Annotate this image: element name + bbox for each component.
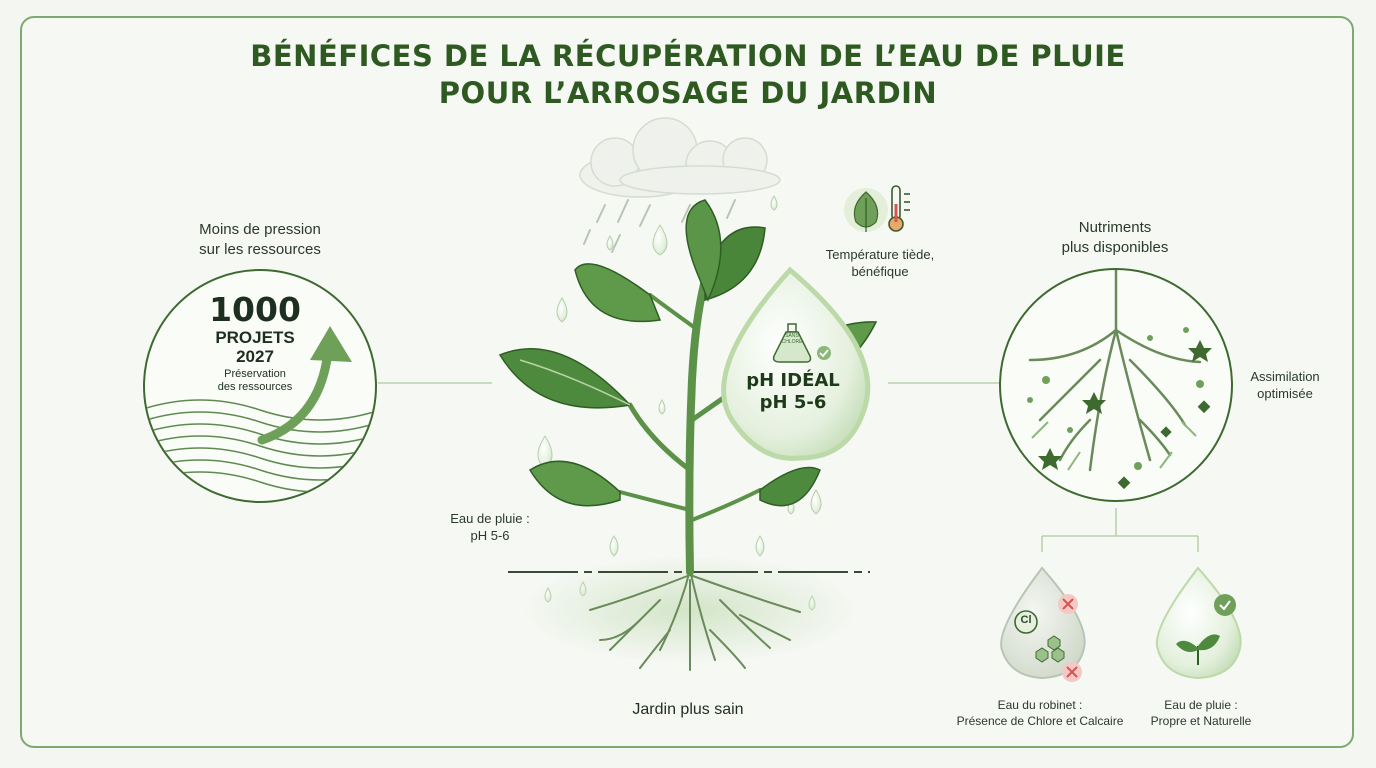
plant-roots <box>589 569 801 671</box>
thermometer-icon <box>888 185 910 232</box>
tap-water-label: Eau du robinet : Présence de Chlore et C… <box>940 697 1140 729</box>
temperature-label-line-1: Température tiède, <box>825 247 935 262</box>
stat-caption-1: Préservation <box>224 368 286 380</box>
leaf-icon <box>844 188 888 232</box>
flask-icon <box>772 323 812 363</box>
tap-water-drop <box>1000 566 1086 682</box>
ph-drop-text-line-2: pH 5-6 <box>759 392 827 413</box>
temperature-label: Température tiède, bénéfique <box>800 246 960 280</box>
rain-water-drop <box>1155 566 1242 680</box>
assimilation-label-line-2: optimisée <box>1257 386 1313 401</box>
assimilation-label-line-1: Assimilation <box>1250 369 1320 384</box>
rain-water-label-line-1: Eau de pluie : <box>1164 698 1238 712</box>
flask-text-line-1: SANS <box>785 333 799 339</box>
stat-unit: PROJETS <box>215 328 295 347</box>
cloud-icon <box>579 117 781 198</box>
tap-water-label-line-1: Eau du robinet : <box>997 698 1083 712</box>
rain-ph-label-line-1: Eau de pluie : <box>450 511 530 526</box>
stat-year: 2027 <box>236 347 274 366</box>
garden-caption: Jardin plus sain <box>632 701 744 718</box>
left-heading-line-2: sur les ressources <box>199 241 321 258</box>
title-line-1: BÉNÉFICES DE LA RÉCUPÉRATION DE L’EAU DE… <box>250 39 1126 73</box>
left-heading-line-1: Moins de pression <box>199 221 321 238</box>
arrow-up-icon <box>257 347 333 445</box>
right-heading-line-2: plus disponibles <box>1061 239 1169 256</box>
temperature-label-line-2: bénéfique <box>851 264 909 279</box>
title-line-2: POUR L’ARROSAGE DU JARDIN <box>438 76 938 110</box>
right-heading: Nutriments plus disponibles <box>1010 218 1220 258</box>
resources-circle <box>143 269 377 503</box>
ph-drop-text-line-1: pH IDÉAL <box>746 370 840 391</box>
ph-drop-text: pH IDÉAL pH 5-6 <box>733 370 853 414</box>
sprout-icon <box>1176 634 1220 665</box>
flask-text-line-2: CHLORE <box>781 339 803 345</box>
page-title: BÉNÉFICES DE LA RÉCUPÉRATION DE L’EAU DE… <box>0 38 1376 112</box>
stat-block: 1000 PROJETS 2027 Préservation des resso… <box>195 292 315 394</box>
nutrients-circle <box>999 268 1233 502</box>
right-heading-line-1: Nutriments <box>1078 219 1152 236</box>
flask-text: SANS CHLORE <box>772 333 812 345</box>
rain-ph-label: Eau de pluie : pH 5-6 <box>420 510 560 544</box>
chlorine-symbol: Cl <box>1020 614 1032 626</box>
tap-water-label-line-2: Présence de Chlore et Calcaire <box>956 714 1124 728</box>
check-icon <box>817 346 831 360</box>
rain-ph-label-line-2: pH 5-6 <box>470 528 510 543</box>
ph-drop <box>721 266 871 461</box>
stat-caption-2: des ressources <box>217 381 293 393</box>
stat-number: 1000 <box>209 290 301 329</box>
assimilation-label: Assimilation optimisée <box>1230 368 1340 402</box>
rain-water-label-line-2: Propre et Naturelle <box>1150 714 1252 728</box>
rain-water-label: Eau de pluie : Propre et Naturelle <box>1126 697 1276 729</box>
left-heading: Moins de pression sur les ressources <box>150 220 370 260</box>
